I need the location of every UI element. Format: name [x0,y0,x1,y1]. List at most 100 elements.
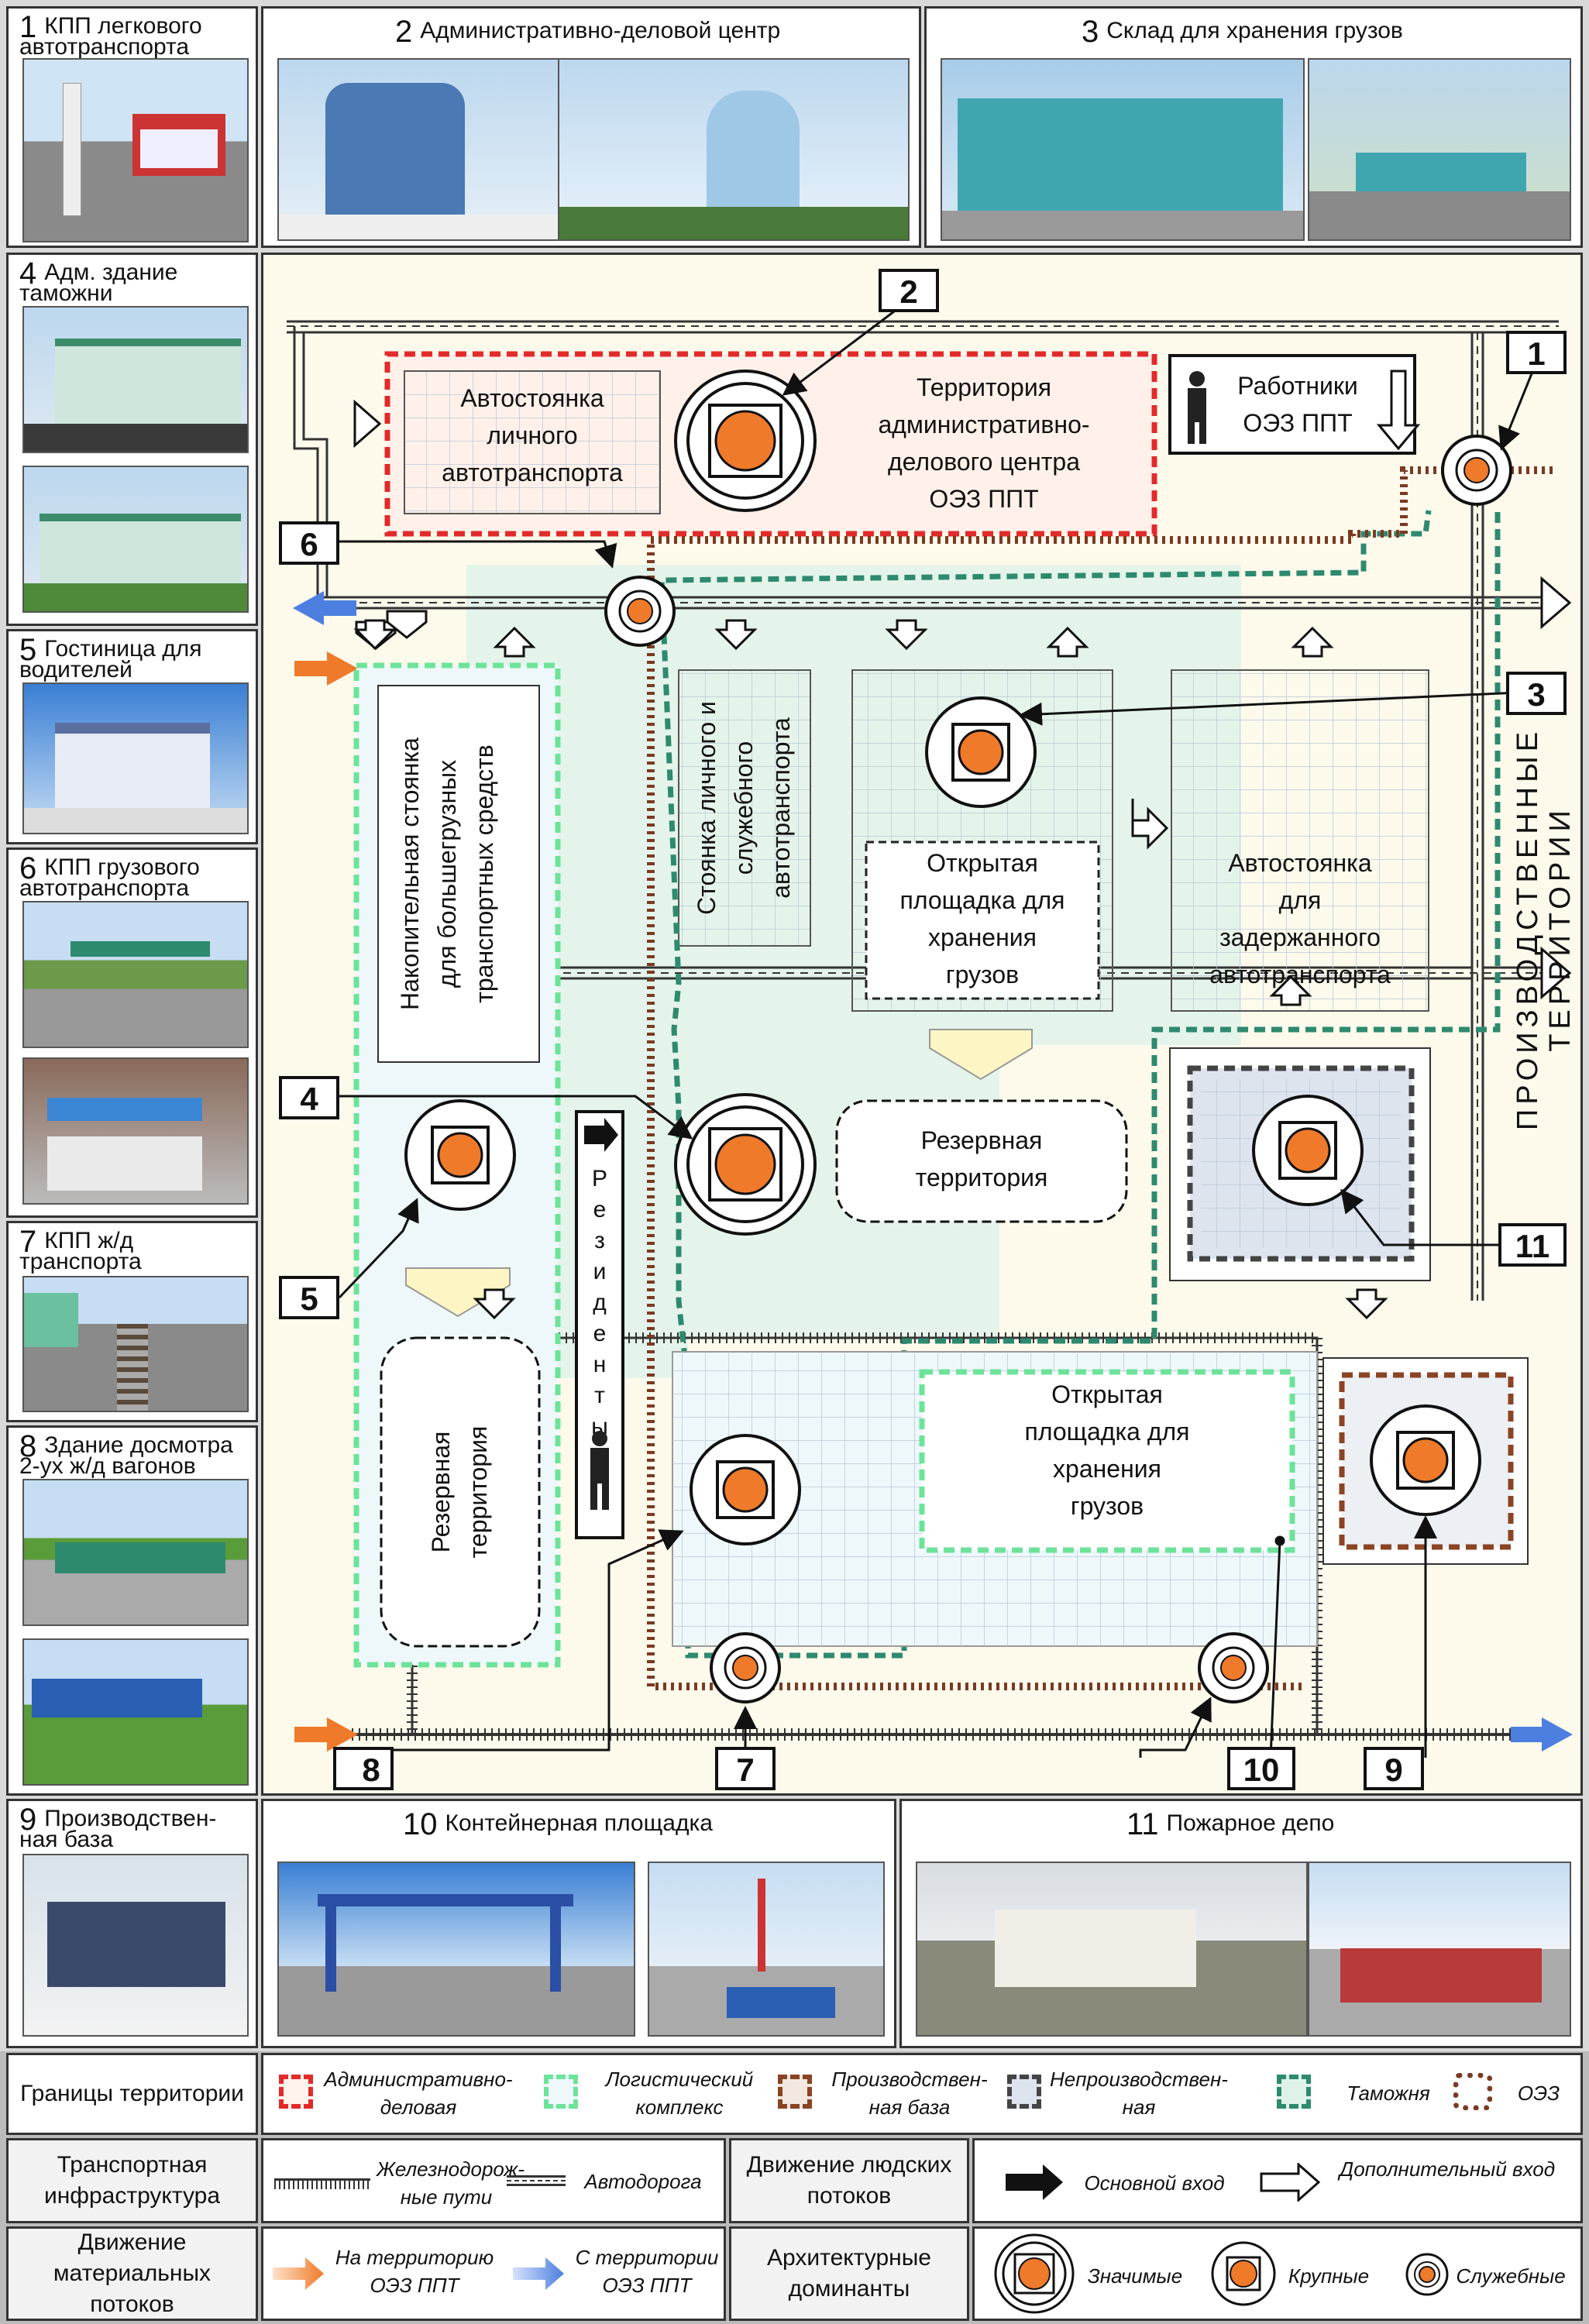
legend-border-customs-label: Таможня [1347,2082,1430,2105]
photo-truck-checkpoint-2 [22,1057,249,1205]
legend-road-icon-center [507,2180,566,2181]
panel-number: 11 [1126,1807,1159,1842]
photo-business-center-2 [558,58,910,241]
svg-text:1: 1 [1527,335,1545,372]
photo-container-yard-2 [648,1862,885,2037]
photo-truck-checkpoint-1 [22,901,249,1048]
legend-from-territory-icon [513,2257,564,2290]
photo-rail-checkpoint [22,1276,249,1412]
legend-materials-text: Движение материальных потоков [53,2229,212,2317]
dominant-large-5 [404,1099,516,1211]
photo-fire-depot-1 [916,1862,1308,2037]
callout-lines [338,303,1536,1762]
callout-boxes: 2 1 6 3 4 11 5 8 7 10 9 [279,269,1567,1790]
panel-number: 8 [19,1429,37,1464]
legend-extra-entry-label: Дополнительный вход [1339,2157,1556,2181]
legend-railway-label: Железнодорож-ные пути [377,2157,525,2209]
reserve-1-box [835,1099,1128,1223]
reserve-2-box [380,1336,541,1648]
flow-in-left-arrow [294,651,358,686]
dominant-service-10 [1198,1632,1269,1703]
panel-number: 9 [19,1803,37,1838]
photo-inspection-building-1 [22,1479,249,1626]
legend-road-label: Автодорога [584,2170,702,2193]
workers-down-arrow [1376,370,1421,451]
legend-large-label: Крупные [1288,2264,1370,2288]
legend-people-row [972,2138,1583,2223]
detained-parking-grid [1171,669,1429,1012]
photo-hotel [22,682,249,834]
legend-border-logistics-label: Логистический комплекс [605,2068,754,2119]
legend-border-admin-label: Административно-деловая [324,2068,513,2119]
panel-title-text: Адм. здание таможни [19,260,178,307]
legend-transport-text: Транспортная инфраструктура [43,2152,221,2209]
callout-7: 7 [715,1747,776,1790]
dominant-large-8 [690,1434,801,1545]
svg-text:2: 2 [899,273,917,310]
panel-number: 7 [19,1225,37,1260]
parking-personal-grid [404,370,661,514]
svg-text:7: 7 [736,1752,754,1788]
legend-transport-label: Транспортная инфраструктура [6,2138,258,2223]
callout-1: 1 [1506,331,1567,374]
residents-arrow [584,1118,618,1152]
transfer-arrow [1131,799,1169,850]
oez-boundary [647,466,1553,1690]
callout-10: 10 [1227,1747,1295,1790]
legend-people-text: Движение людских потоков [746,2152,952,2209]
legend-main-entry-label: Основной вход [1084,2171,1225,2195]
panel-number: 10 [403,1807,438,1842]
panel-title-text: Производствен-ная база [19,1806,217,1853]
panel-number: 1 [19,10,37,45]
dominant-large-11 [1252,1095,1364,1206]
photo-customs-1 [22,306,249,453]
legend-road-icon [507,2175,566,2186]
legend-extra-entry-icon [1260,2163,1321,2202]
person-icon-residents [590,1431,609,1510]
dominant-large-3 [925,696,1037,808]
panel-title-text: Пожарное депо [1166,1810,1335,1836]
legend-border-admin [279,2075,313,2109]
dominant-large-9 [1370,1404,1481,1516]
svg-text:10: 10 [1243,1752,1280,1788]
panel-title-text: КПП легкового автотранспорта [19,13,202,60]
svg-text:5: 5 [300,1281,318,1317]
panel-11-title: 11 Пожарное депо [1126,1809,1514,1840]
callout-3: 3 [1506,672,1567,715]
road-arrow-right-2 [1540,946,1572,1000]
legend-main-entry-icon [1006,2164,1063,2200]
callout-8: 8 [333,1747,394,1790]
legend-dominants-row [972,2226,1583,2321]
open-storage-2-box [919,1369,1295,1553]
legend-significant-label: Значимые [1087,2264,1183,2288]
legend-large-icon [1211,2241,1276,2306]
legend-border-oez [1453,2073,1492,2110]
legend-service-icon [1405,2253,1449,2296]
callout-2: 2 [879,269,939,312]
workers-box [1168,354,1416,455]
legend-border-oez-label: ОЭЗ [1517,2082,1560,2105]
svg-text:9: 9 [1384,1752,1402,1788]
callout-4: 4 [279,1076,339,1119]
legend: Границы территории Транспортная инфрастр… [0,2051,1589,2324]
